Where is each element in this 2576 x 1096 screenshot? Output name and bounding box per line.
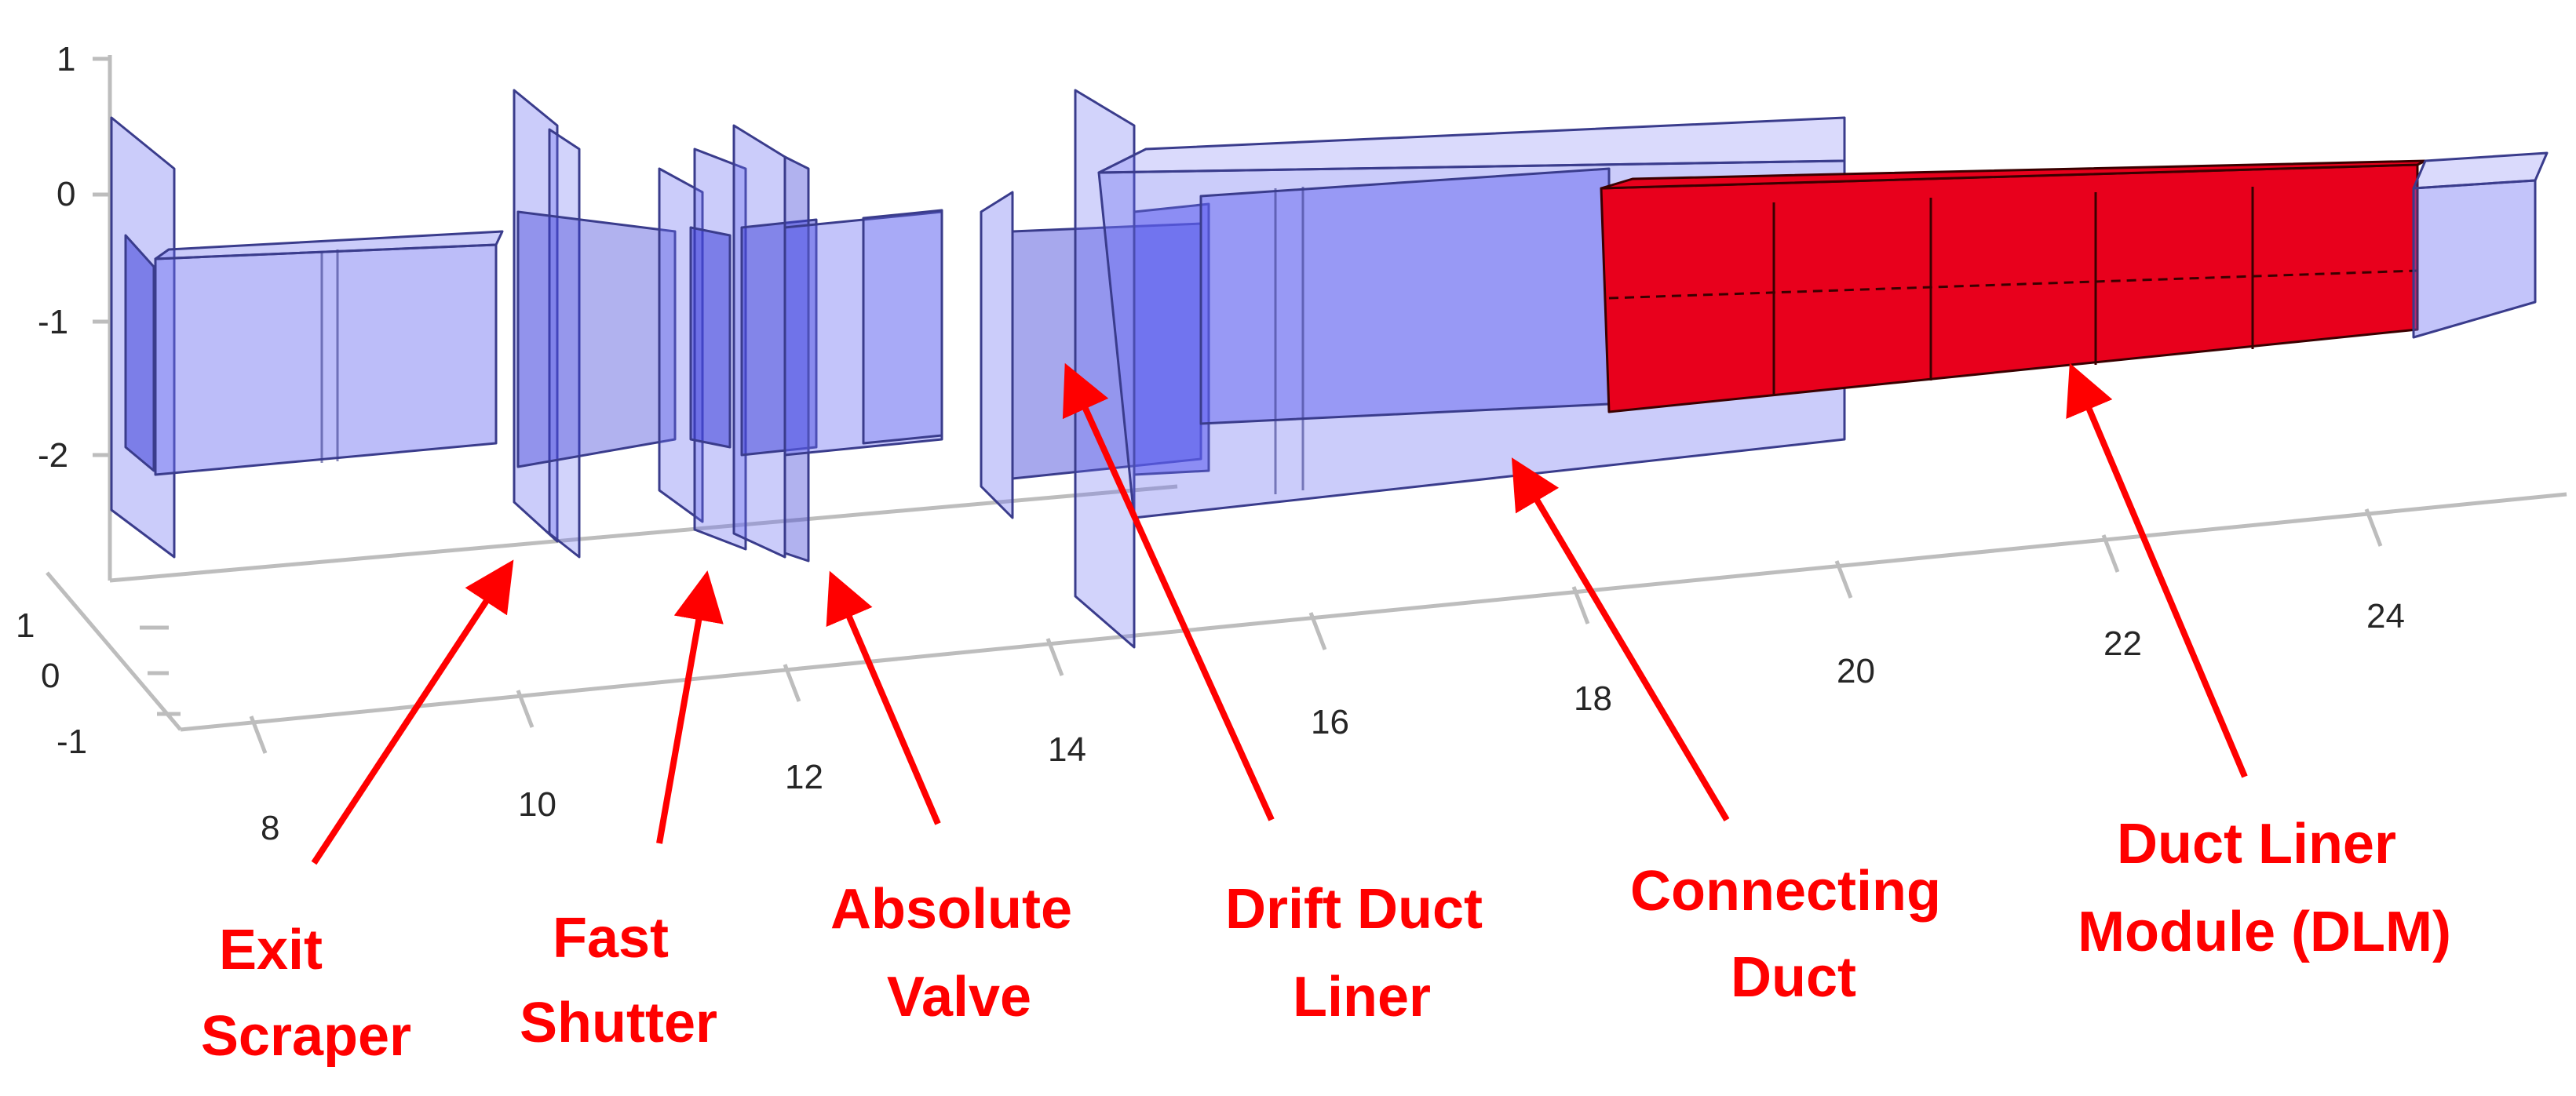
z-tick: 1 — [57, 40, 75, 78]
y-tick: 0 — [41, 657, 60, 695]
x-tick: 12 — [785, 758, 823, 796]
y-tick: 1 — [16, 606, 35, 645]
x-tick: 24 — [2366, 597, 2405, 635]
exit-scraper-label: Exit Scraper — [201, 919, 411, 1068]
x-tick: 10 — [518, 785, 556, 824]
exit-scraper-component — [110, 116, 504, 559]
beamline-components — [110, 89, 2549, 649]
x-tick: 14 — [1048, 730, 1086, 769]
x-tick: 22 — [2103, 624, 2142, 663]
duct-liner-module-label: Duct Liner Module (DLM) — [2078, 813, 2451, 963]
connecting-duct-arrow — [1511, 457, 1730, 822]
floor-back-edge — [109, 484, 1178, 583]
floor-front-edge — [180, 492, 2567, 732]
absolute-valve-component — [732, 124, 943, 563]
duct-liner-module-component — [1600, 159, 2427, 413]
duct-liner-module-arrow — [2066, 362, 2248, 778]
x-tick: 20 — [1837, 652, 1875, 690]
z-tick: -1 — [38, 303, 68, 341]
x-tick-labels: 8 10 12 14 16 18 20 22 24 — [261, 597, 2405, 847]
callout-arrows — [311, 362, 2248, 865]
y-tick: -1 — [57, 723, 87, 761]
x-tick: 16 — [1311, 703, 1349, 741]
callout-labels: Exit Scraper Fast Shutter Absolute Valve… — [201, 813, 2451, 1068]
far-duct-component — [2412, 151, 2549, 339]
exit-scraper-arrow — [311, 559, 514, 865]
x-tick: 18 — [1574, 679, 1612, 718]
z-tick: -2 — [38, 436, 68, 475]
drift-duct-liner-label: Drift Duct Liner — [1225, 878, 1498, 1029]
axes-frame — [46, 55, 2567, 754]
fast-shutter-component — [513, 89, 747, 559]
fast-shutter-label: Fast Shutter — [520, 907, 717, 1054]
x-tick: 8 — [261, 809, 279, 847]
fast-shutter-arrow — [656, 570, 724, 844]
y-tick-labels: 1 0 -1 — [16, 606, 87, 761]
floor-left-edge — [46, 571, 182, 731]
connecting-duct-label: Connecting Duct — [1630, 860, 1957, 1009]
z-tick-labels: 1 0 -1 -2 — [38, 40, 75, 475]
absolute-valve-label: Absolute Valve — [830, 878, 1088, 1029]
drift-duct-liner-arrow — [1062, 362, 1275, 821]
absolute-valve-arrow — [826, 570, 941, 825]
z-tick: 0 — [57, 175, 75, 213]
